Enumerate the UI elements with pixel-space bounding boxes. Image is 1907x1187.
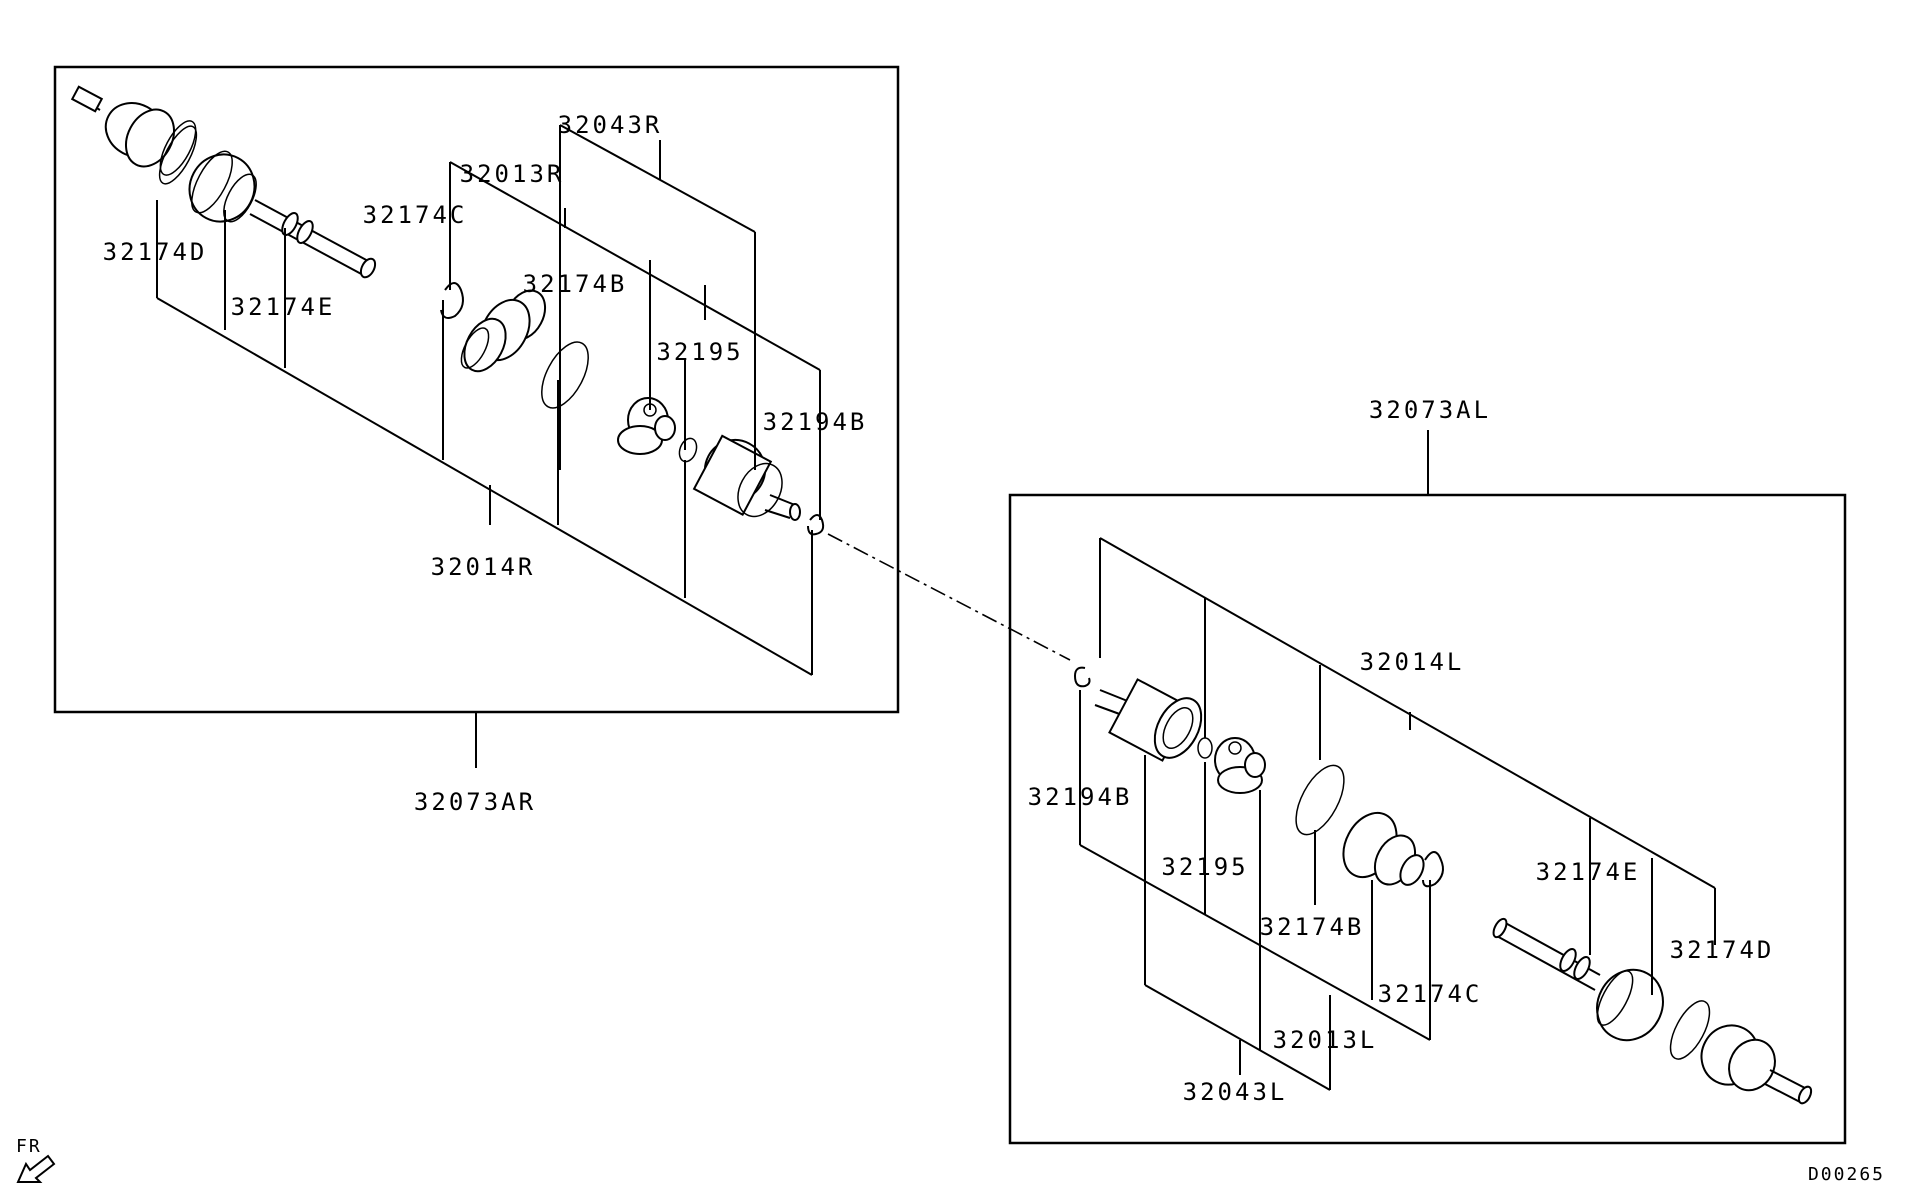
right-clamp-32174b [541,341,589,409]
right-tripod-part [617,397,676,455]
label-32174b-right: 32174B [523,270,628,298]
label-32073ar: 32073AR [414,788,536,816]
left-clamp-32174b [1295,764,1345,836]
left-inner-housing-part [1094,678,1203,762]
label-32174c-left: 32174C [1378,980,1483,1008]
right-driveshaft-assembly: 32043R 32013R 32174C 32174D 32174B 32174… [53,65,900,816]
right-circlip-32194b [807,514,825,536]
label-32043l: 32043L [1183,1078,1288,1106]
front-label: FR [16,1136,42,1157]
front-arrow-icon [16,1154,56,1183]
diagram-code: D00265 [1808,1164,1885,1185]
left-clip-32174c [1422,851,1444,888]
right-boot-clamp-outer [158,125,198,185]
label-32174c-right: 32174C [363,201,468,229]
left-outer-shaft-part [1492,917,1813,1105]
label-32174e-left: 32174E [1536,858,1641,886]
left-leader-lines [1079,537,1716,1091]
label-32014r: 32014R [431,553,536,581]
label-32194b-right: 32194B [763,408,868,436]
connection-line [827,533,1071,661]
label-32013r: 32013R [460,160,565,188]
left-driveshaft-assembly: 32073AL 32014L 32194B 32195 32174E 32174… [1008,396,1847,1145]
right-inner-boot-part [460,289,547,373]
label-32014l: 32014L [1360,648,1465,676]
label-32013l: 32013L [1273,1026,1378,1054]
label-32194b-left: 32194B [1028,783,1133,811]
right-snap-ring-32195 [678,437,698,463]
left-inner-boot-part [1342,811,1425,886]
left-snap-ring-32195 [1197,737,1213,759]
left-assembly-frame [1008,493,1847,1145]
front-direction-indicator: FR [16,1136,56,1183]
label-32174e-right: 32174E [231,293,336,321]
left-tripod-part [1214,737,1266,794]
right-leader-lines [156,124,821,768]
left-circlip-32194b [1073,666,1091,688]
label-32174d-right: 32174D [103,238,208,266]
label-32174b-left: 32174B [1260,913,1365,941]
right-outer-shaft-part [70,85,377,279]
label-32043r: 32043R [558,111,663,139]
label-32073al: 32073AL [1369,396,1491,424]
right-inner-housing-part [692,434,801,521]
label-32174d-left: 32174D [1670,936,1775,964]
label-32195-right: 32195 [656,338,743,366]
label-32195-left: 32195 [1161,853,1248,881]
right-clip-32174c [440,282,464,319]
